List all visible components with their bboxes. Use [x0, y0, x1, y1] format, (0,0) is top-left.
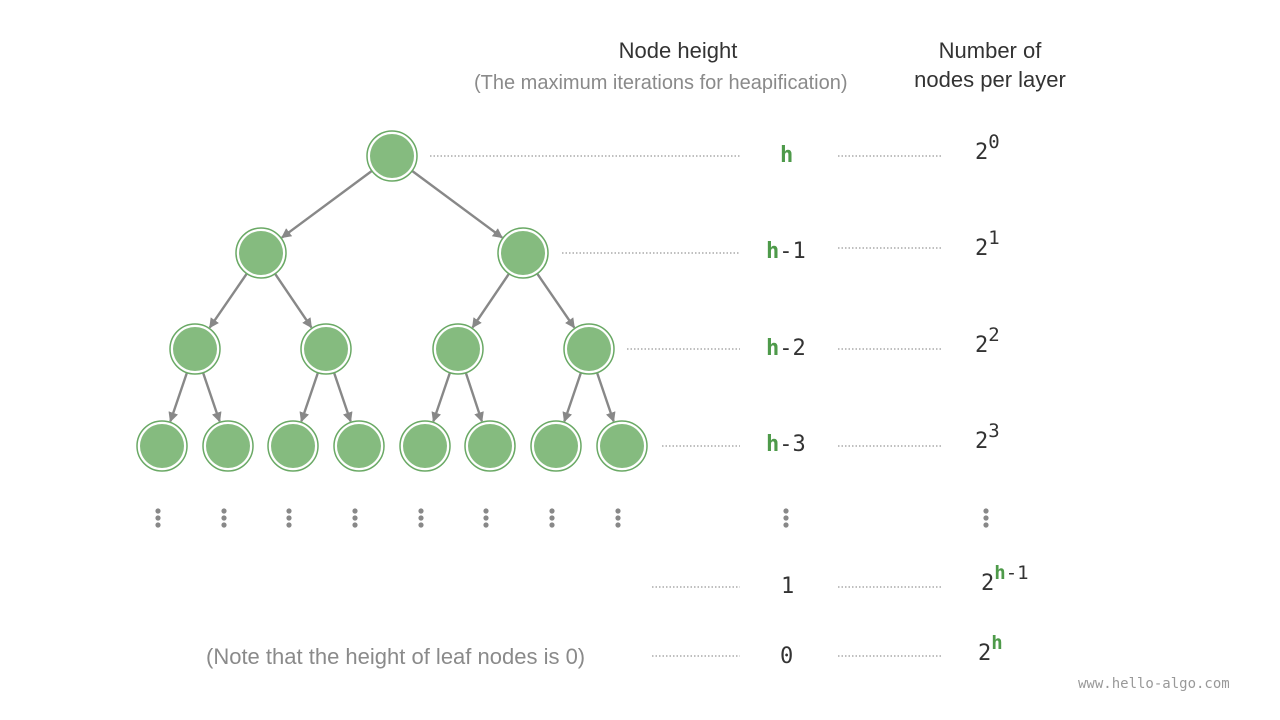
nodes-per-layer-title-line1: Number of [938, 38, 1042, 63]
tree-edge [411, 169, 503, 239]
ellipsis-dot [418, 522, 424, 528]
height-variable: h [766, 432, 780, 457]
tree-node [600, 424, 644, 468]
ellipsis-dot [155, 522, 161, 528]
tree-node [206, 424, 250, 468]
row-height-1: 1 [781, 574, 795, 599]
ellipsis-dot [286, 522, 292, 528]
tree-edge [274, 273, 313, 329]
row-height-0: 0 [780, 644, 794, 669]
tree-node [436, 327, 480, 371]
level-0-count: 20 [975, 130, 1000, 165]
tree-edge [299, 372, 320, 423]
tree-edge [431, 372, 452, 423]
node-height-subtitle: (The maximum iterations for heapificatio… [474, 72, 848, 94]
ellipsis-dot [483, 515, 489, 521]
level-0-height: h [780, 143, 793, 168]
node-height-title: Node height [618, 38, 738, 63]
tree-edge [471, 273, 510, 329]
level-3-height: h-3 [766, 432, 806, 457]
tree-edge [536, 272, 576, 329]
tree-edge [595, 372, 616, 423]
tree-edge [201, 372, 222, 423]
tree-node [403, 424, 447, 468]
nodes-per-layer-title: Number of nodes per layer [890, 36, 1090, 94]
ellipsis-dot [352, 522, 358, 528]
tree-edge [464, 372, 484, 423]
watermark: www.hello-algo.com [1078, 676, 1230, 692]
ellipsis-dot [286, 508, 292, 514]
nodes-per-layer-title-line2: nodes per layer [914, 67, 1066, 92]
tree-node [501, 231, 545, 275]
ellipsis-dot [221, 515, 227, 521]
ellipsis-dot [549, 515, 555, 521]
leaf-height-note: (Note that the height of leaf nodes is 0… [206, 644, 586, 669]
ellipsis-dot [983, 522, 989, 528]
tree-edge [168, 372, 189, 423]
tree-node [337, 424, 381, 468]
ellipsis-dot [155, 515, 161, 521]
tree-node [140, 424, 184, 468]
ellipsis-dot [352, 508, 358, 514]
ellipsis-dot [483, 522, 489, 528]
level-2-height: h-2 [766, 336, 806, 361]
ellipsis-dot [615, 508, 621, 514]
tree-edges [168, 169, 616, 423]
ellipsis-dot [155, 508, 161, 514]
ellipsis-dot [221, 508, 227, 514]
tree-node [173, 327, 217, 371]
ellipsis-dot [983, 515, 989, 521]
tree-edge [208, 272, 248, 329]
ellipsis-dot [352, 515, 358, 521]
level-1-height: h-1 [766, 239, 806, 264]
tree-node [468, 424, 512, 468]
ellipsis-dot [783, 515, 789, 521]
tree-edge [562, 372, 583, 423]
height-variable: h [766, 336, 780, 361]
row-count-2-h-minus-1: 2h-1 [981, 561, 1029, 596]
tree-node [534, 424, 578, 468]
level-2-count: 22 [975, 323, 1000, 358]
ellipsis-dot [615, 515, 621, 521]
tree-node [370, 134, 414, 178]
ellipsis-dot [549, 508, 555, 514]
ellipsis-dot [418, 508, 424, 514]
ellipsis-dot [221, 522, 227, 528]
height-variable: h [766, 239, 780, 264]
tree-edge [281, 169, 373, 239]
ellipsis-dot [418, 515, 424, 521]
ellipsis-dot [286, 515, 292, 521]
tree-node [271, 424, 315, 468]
row-count-2-h: 2h [978, 631, 1003, 666]
ellipsis-dot [615, 522, 621, 528]
ellipsis-dot [783, 522, 789, 528]
ellipsis-dot [983, 508, 989, 514]
dotted-guide-lines [430, 155, 942, 657]
level-1-count: 21 [975, 226, 1000, 261]
tree-nodes [136, 130, 648, 472]
ellipsis-dot [483, 508, 489, 514]
tree-node [304, 327, 348, 371]
level-3-count: 23 [975, 419, 1000, 454]
tree-node [567, 327, 611, 371]
height-variable: h [780, 143, 794, 168]
ellipsis-dot [783, 508, 789, 514]
tree-edge [332, 372, 353, 423]
tree-node [239, 231, 283, 275]
ellipsis-dots [155, 508, 989, 528]
ellipsis-dot [549, 522, 555, 528]
